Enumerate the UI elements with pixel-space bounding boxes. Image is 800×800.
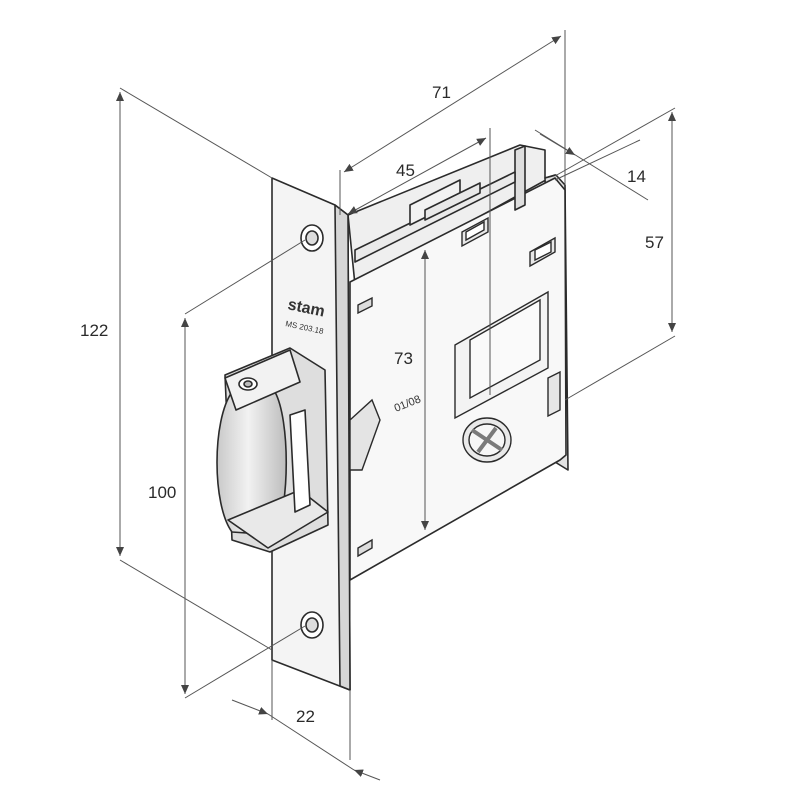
dim-overall-height: 122	[80, 321, 108, 340]
latch-bolt	[216, 347, 329, 553]
spindle-hub	[349, 398, 381, 471]
dimension-lines	[116, 30, 676, 781]
dim-top-offset: 14	[627, 167, 646, 186]
dim-hole-spacing: 100	[148, 483, 176, 502]
dim-body-upper-height: 57	[645, 233, 664, 252]
dim-faceplate-depth: 22	[296, 707, 315, 726]
dim-overall-depth: 71	[432, 83, 451, 102]
case-screw	[462, 417, 512, 463]
case-slots	[357, 216, 561, 558]
dim-backset: 45	[396, 161, 415, 180]
dim-body-height: 73	[394, 349, 413, 368]
dimension-labels: 122 100 22 73 71 45 14 57	[80, 83, 664, 726]
